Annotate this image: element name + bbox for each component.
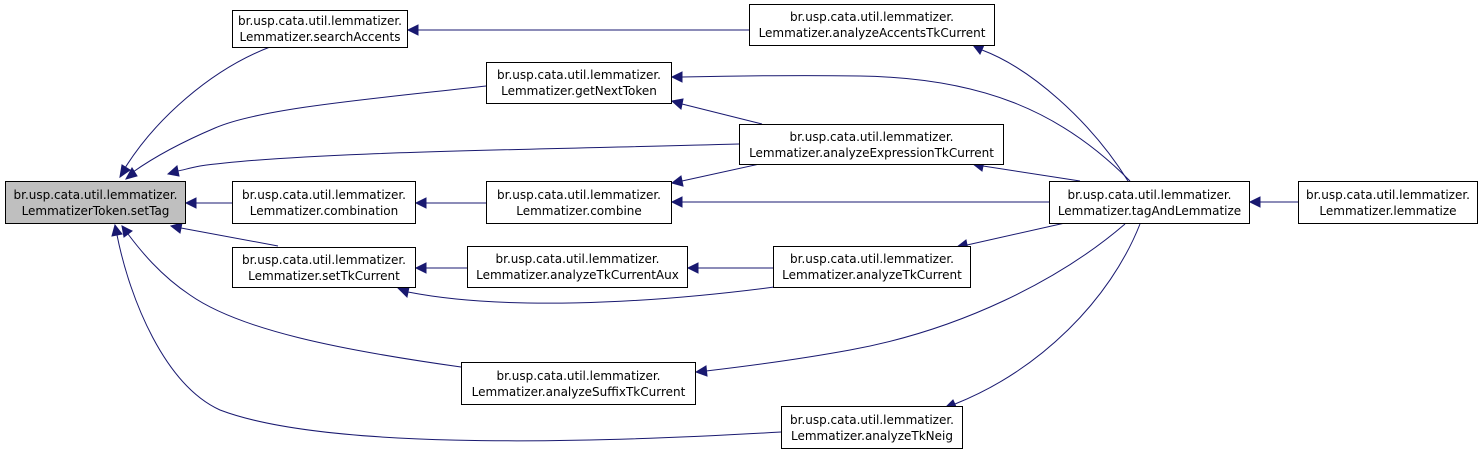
node-lemmatizer-combination[interactable]: br.usp.cata.util.lemmatizer. Lemmatizer.…: [232, 181, 416, 224]
node-method-label: Lemmatizer.combine: [516, 203, 642, 218]
edge-searchAccents-setTag: [124, 46, 271, 169]
node-lemmatizer-analyzetkcurrent[interactable]: br.usp.cata.util.lemmatizer. Lemmatizer.…: [773, 246, 971, 288]
node-package-label: br.usp.cata.util.lemmatizer.: [496, 368, 661, 383]
edge-analyzeTkCurrent-setTkCurrent-arrowhead: [396, 286, 410, 299]
node-lemmatizer-analyzesuffixtkcurrent[interactable]: br.usp.cata.util.lemmatizer. Lemmatizer.…: [461, 362, 696, 405]
node-package-label: br.usp.cata.util.lemmatizer.: [790, 412, 954, 427]
node-lemmatizertoken-settag[interactable]: br.usp.cata.util.lemmatizer. LemmatizerT…: [5, 181, 186, 224]
edge-tagAndLemmatize-getNextToken: [681, 75, 1131, 182]
edge-tagAndLemmatize-analyzeExpression: [982, 165, 1081, 182]
edge-analyzeSuffix-setTag: [127, 233, 462, 368]
edge-setTkCurrent-setTag: [180, 227, 279, 247]
edge-analyzeAccents-searchAccents-arrowhead: [406, 24, 419, 36]
node-method-label: Lemmatizer.getNextToken: [501, 84, 657, 98]
node-lemmatizer-searchaccents[interactable]: br.usp.cata.util.lemmatizer. Lemmatizer.…: [232, 10, 408, 48]
edge-getNextToken-setTag: [132, 85, 487, 173]
node-package-label: br.usp.cata.util.lemmatizer.: [1067, 187, 1232, 202]
edge-analyzeTkCurrent-analyzeTkCurrentAux-arrowhead: [686, 262, 699, 274]
node-package-label: br.usp.cata.util.lemmatizer.: [497, 68, 661, 82]
edge-getNextToken-setTag-arrowhead: [124, 167, 138, 180]
edge-analyzeTkCurrent-setTkCurrent: [407, 285, 783, 304]
node-lemmatizer-getnexttoken[interactable]: br.usp.cata.util.lemmatizer. Lemmatizer.…: [486, 62, 672, 104]
edge-tagAndLemmatize-combine-arrowhead: [670, 196, 683, 208]
edge-tagAndLemmatize-getNextToken-arrowhead: [670, 71, 683, 83]
node-package-label: br.usp.cata.util.lemmatizer.: [242, 187, 406, 202]
edge-analyzeTkNeig-setTag-arrowhead: [111, 223, 123, 237]
node-method-label: Lemmatizer.analyzeTkNeig: [791, 428, 953, 443]
edge-combination-setTag-arrowhead: [184, 197, 197, 209]
node-package-label: br.usp.cata.util.lemmatizer.: [790, 252, 954, 266]
node-method-label: Lemmatizer.combination: [249, 203, 399, 218]
node-method-label: Lemmatizer.setTkCurrent: [248, 268, 400, 283]
node-package-label: br.usp.cata.util.lemmatizer.: [13, 187, 178, 202]
edge-tagAndLemmatize-analyzeTkCurrent: [966, 222, 1066, 246]
edge-tagAndLemmatize-analyzeSuffix: [705, 223, 1126, 372]
edge-analyzeExpression-getNextToken-arrowhead: [670, 98, 684, 110]
edge-combine-combination-arrowhead: [414, 197, 427, 209]
node-lemmatizer-analyzeaccentstkcurrent[interactable]: br.usp.cata.util.lemmatizer. Lemmatizer.…: [749, 4, 995, 46]
edge-lemmatize-tagAndLemmatize-arrowhead: [1248, 196, 1261, 208]
edge-analyzeTkCurrentAux-setTkCurrent-arrowhead: [414, 262, 427, 274]
node-method-label: Lemmatizer.analyzeTkCurrent: [782, 268, 962, 282]
node-package-label: br.usp.cata.util.lemmatizer.: [242, 252, 406, 267]
node-package-label: br.usp.cata.util.lemmatizer.: [238, 14, 402, 28]
edge-searchAccents-setTag-arrowhead: [119, 164, 131, 179]
edge-analyzeTkNeig-setTag: [116, 234, 782, 442]
node-method-label: LemmatizerToken.setTag: [21, 203, 170, 218]
edge-tagAndLemmatize-analyzeAccents: [981, 49, 1129, 182]
node-lemmatizer-combine[interactable]: br.usp.cata.util.lemmatizer. Lemmatizer.…: [486, 181, 672, 224]
node-method-label: Lemmatizer.analyzeTkCurrentAux: [476, 268, 679, 282]
edge-analyzeSuffix-setTag-arrowhead: [121, 225, 133, 238]
edge-analyzeExpression-setTag-arrowhead: [166, 165, 180, 177]
node-package-label: br.usp.cata.util.lemmatizer.: [495, 252, 660, 266]
node-package-label: br.usp.cata.util.lemmatizer.: [790, 10, 954, 24]
node-lemmatizer-analyzetkneig[interactable]: br.usp.cata.util.lemmatizer. Lemmatizer.…: [781, 406, 963, 449]
node-method-label: Lemmatizer.analyzeSuffixTkCurrent: [471, 384, 686, 399]
node-lemmatizer-analyzetkcurrentaux[interactable]: br.usp.cata.util.lemmatizer. Lemmatizer.…: [467, 246, 688, 288]
node-lemmatizer-analyzeexpressiontkcurrent[interactable]: br.usp.cata.util.lemmatizer. Lemmatizer.…: [739, 124, 1004, 165]
node-method-label: Lemmatizer.tagAndLemmatize: [1057, 203, 1242, 218]
edge-tagAndLemmatize-analyzeSuffix-arrowhead: [694, 365, 708, 377]
node-package-label: br.usp.cata.util.lemmatizer.: [789, 129, 954, 144]
edge-analyzeExpression-getNextToken: [681, 103, 763, 125]
node-method-label: Lemmatizer.lemmatize: [1319, 203, 1457, 218]
edge-tagAndLemmatize-analyzeTkNeig: [954, 223, 1141, 405]
edge-setTkCurrent-setTag-arrowhead: [169, 222, 183, 234]
node-method-label: Lemmatizer.searchAccents: [239, 30, 401, 44]
edge-analyzeExpression-combine: [681, 162, 765, 182]
node-method-label: Lemmatizer.analyzeAccentsTkCurrent: [758, 26, 986, 40]
edge-analyzeExpression-setTag: [177, 143, 740, 172]
edge-analyzeExpression-combine-arrowhead: [670, 175, 684, 187]
node-lemmatizer-tagandlemmatize[interactable]: br.usp.cata.util.lemmatizer. Lemmatizer.…: [1049, 181, 1250, 224]
node-lemmatizer-settkcurrent[interactable]: br.usp.cata.util.lemmatizer. Lemmatizer.…: [232, 247, 416, 288]
node-package-label: br.usp.cata.util.lemmatizer.: [497, 187, 661, 202]
edge-tagAndLemmatize-analyzeAccents-arrowhead: [971, 44, 985, 55]
node-package-label: br.usp.cata.util.lemmatizer.: [1306, 187, 1470, 202]
node-method-label: Lemmatizer.analyzeExpressionTkCurrent: [749, 145, 994, 160]
node-lemmatizer-lemmatize[interactable]: br.usp.cata.util.lemmatizer. Lemmatizer.…: [1298, 181, 1478, 224]
